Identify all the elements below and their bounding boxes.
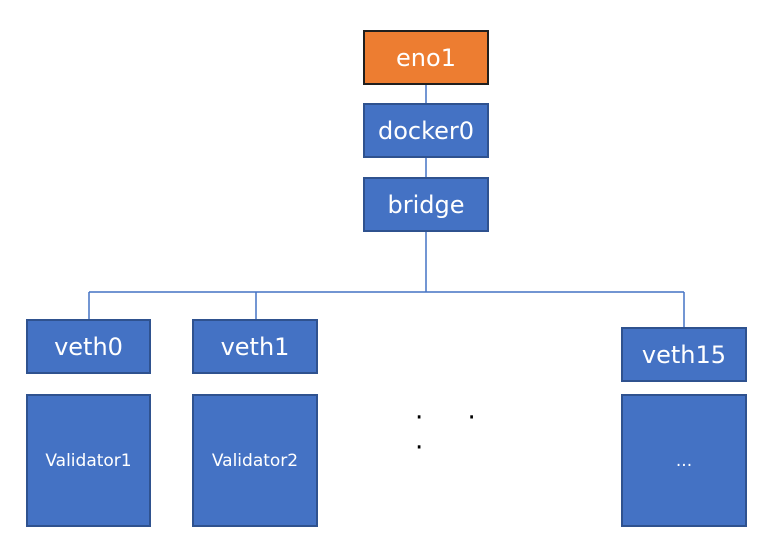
veth0-node: veth0 (26, 319, 151, 374)
validator2-node: Validator2 (192, 394, 318, 527)
validator-more-node: ... (621, 394, 747, 527)
veth1-node: veth1 (192, 319, 318, 374)
veth15-node: veth15 (621, 327, 747, 382)
docker0-node: docker0 (363, 103, 489, 158)
bridge-node: bridge (363, 177, 489, 232)
ellipsis-dots: · · · (415, 403, 494, 463)
eno1-node: eno1 (363, 30, 489, 85)
validator1-node: Validator1 (26, 394, 151, 527)
